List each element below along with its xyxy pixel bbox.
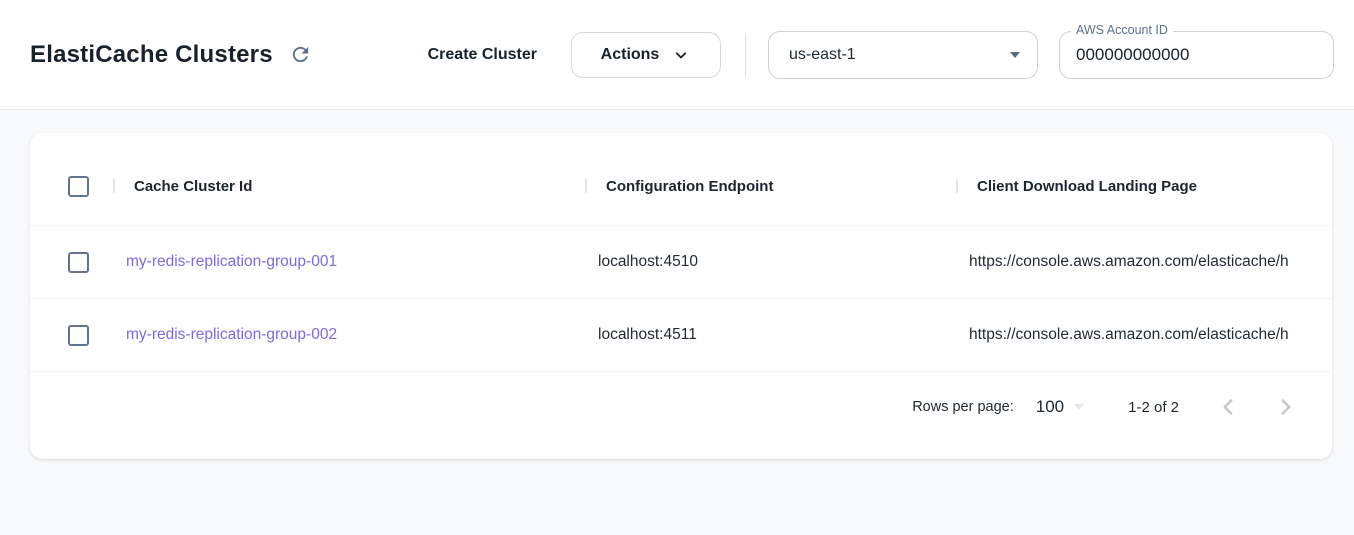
row-checkbox-cell xyxy=(30,324,113,346)
card-bottom-padding xyxy=(30,442,1332,459)
column-separator xyxy=(956,179,958,193)
aws-account-id-label: AWS Account ID xyxy=(1071,22,1173,37)
row-checkbox[interactable] xyxy=(68,324,89,346)
create-cluster-button[interactable]: Create Cluster xyxy=(427,45,537,63)
region-select[interactable]: us-east-1 xyxy=(768,30,1038,79)
cell-client-download-landing-page: https://console.aws.amazon.com/elasticac… xyxy=(969,326,1289,343)
region-select-value: us-east-1 xyxy=(789,45,856,63)
column-header-label: Cache Cluster Id xyxy=(134,177,253,195)
table-row: my-redis-replication-group-001 localhost… xyxy=(30,226,1332,299)
cell-configuration-endpoint: localhost:4511 xyxy=(598,326,697,343)
row-checkbox-cell xyxy=(30,251,113,273)
table-header-row: Cache Cluster Id Configuration Endpoint … xyxy=(30,147,1332,226)
pagination-bar: Rows per page: 100 1-2 of 2 xyxy=(30,372,1332,442)
column-separator xyxy=(585,179,587,193)
column-header-configuration-endpoint[interactable]: Configuration Endpoint xyxy=(585,178,956,195)
row-checkbox[interactable] xyxy=(68,251,89,273)
actions-button[interactable]: Actions xyxy=(571,31,721,78)
actions-button-label: Actions xyxy=(600,45,660,63)
rows-per-page-select[interactable]: 100 xyxy=(1035,397,1085,417)
table-row: my-redis-replication-group-002 localhost… xyxy=(30,299,1332,372)
chevron-right-icon xyxy=(1281,399,1291,415)
cluster-id-link[interactable]: my-redis-replication-group-001 xyxy=(126,253,338,270)
dropdown-caret-icon xyxy=(1010,51,1020,58)
cell-client-download-landing-page: https://console.aws.amazon.com/elasticac… xyxy=(969,253,1289,270)
top-toolbar: ElastiCache Clusters Create Cluster Acti… xyxy=(0,0,1354,110)
pagination-range-label: 1-2 of 2 xyxy=(1128,398,1179,416)
refresh-button[interactable] xyxy=(286,40,316,70)
rows-per-page-label: Rows per page: xyxy=(912,399,1014,415)
toolbar-divider xyxy=(745,32,746,77)
chevron-down-icon xyxy=(676,51,687,58)
select-all-checkbox[interactable] xyxy=(68,175,89,197)
column-header-label: Configuration Endpoint xyxy=(606,177,774,195)
header-checkbox-cell xyxy=(30,175,113,197)
column-header-label: Client Download Landing Page xyxy=(977,177,1198,195)
rows-per-page-value: 100 xyxy=(1035,397,1065,416)
chevron-left-icon xyxy=(1223,399,1233,415)
column-header-cache-cluster-id[interactable]: Cache Cluster Id xyxy=(113,178,585,195)
cell-cache-cluster-id: my-redis-replication-group-002 xyxy=(113,326,585,344)
clusters-table-card: Cache Cluster Id Configuration Endpoint … xyxy=(30,133,1332,459)
next-page-button[interactable] xyxy=(1273,394,1299,420)
aws-account-id-input[interactable] xyxy=(1076,44,1317,65)
refresh-icon xyxy=(293,46,309,63)
page-title: ElastiCache Clusters xyxy=(30,40,273,68)
column-header-client-download-landing-page[interactable]: Client Download Landing Page xyxy=(956,178,1332,195)
dropdown-caret-icon xyxy=(1074,404,1085,410)
previous-page-button[interactable] xyxy=(1215,394,1241,420)
aws-account-id-field: AWS Account ID xyxy=(1059,22,1334,79)
cluster-id-link[interactable]: my-redis-replication-group-002 xyxy=(126,326,338,343)
column-separator xyxy=(113,179,115,193)
cell-cache-cluster-id: my-redis-replication-group-001 xyxy=(113,253,585,271)
cell-configuration-endpoint: localhost:4510 xyxy=(598,253,698,270)
